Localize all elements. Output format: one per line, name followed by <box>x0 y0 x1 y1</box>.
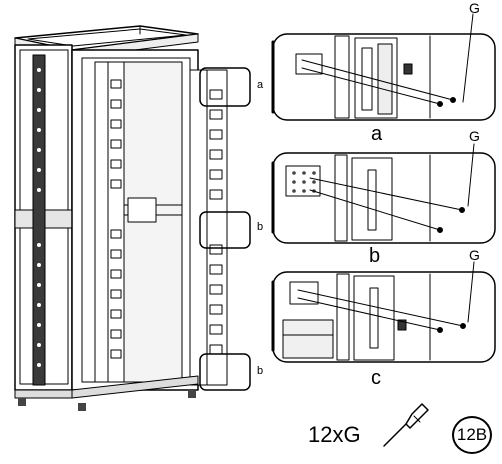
quantity-label: 12xG <box>308 422 361 447</box>
vertical-cable-managers <box>94 61 228 386</box>
callout-label-a: a <box>257 79 264 91</box>
step-badge: 12B <box>452 416 492 454</box>
callout-box-b2 <box>199 353 251 391</box>
server-cabinet <box>14 25 251 411</box>
part-label-g-b: G <box>469 128 480 144</box>
detail-caption-b: b <box>369 245 381 267</box>
callout-label-b2: b <box>257 365 264 377</box>
screwdriver-icon <box>383 403 429 447</box>
part-label-g-c: G <box>469 247 480 263</box>
detail-panel-a <box>271 13 496 121</box>
callout-box-b1 <box>199 211 251 249</box>
detail-caption-c: c <box>371 367 381 389</box>
part-label-g-a: G <box>469 0 480 16</box>
rail-holes-left <box>37 68 41 367</box>
detail-panel-b <box>271 143 496 244</box>
detail-caption-a: a <box>371 123 383 145</box>
cabinet-feet <box>18 390 196 411</box>
step-badge-text: 12B <box>456 425 488 444</box>
callout-label-b1: b <box>257 221 264 233</box>
detail-panel-c <box>271 261 496 363</box>
callout-box-a <box>199 67 251 107</box>
